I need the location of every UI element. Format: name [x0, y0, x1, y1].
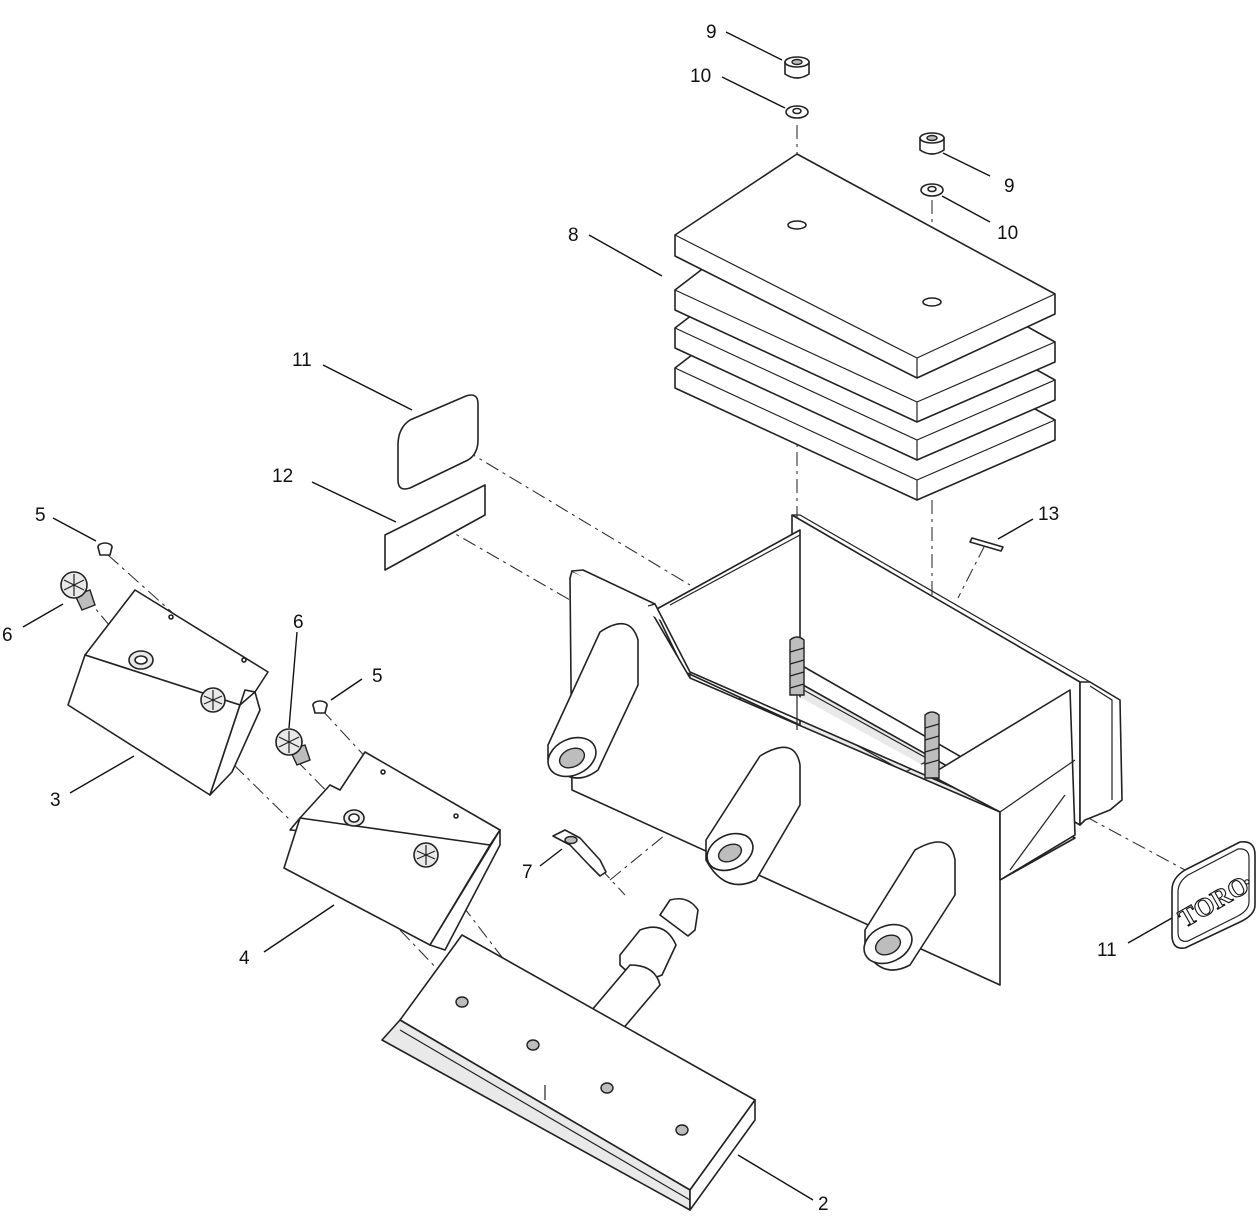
callout-6-left: 6 — [2, 625, 13, 646]
hitch-tube-left — [547, 622, 639, 779]
callout-11-blank: 11 — [292, 350, 312, 371]
callout-3: 3 — [50, 790, 61, 811]
callout-9-right: 9 — [1004, 176, 1015, 197]
callout-2: 2 — [818, 1194, 829, 1215]
callout-10-top: 10 — [690, 66, 711, 87]
threaded-stud-left — [789, 636, 805, 730]
decal-13 — [969, 537, 1004, 552]
washer-right — [920, 183, 944, 197]
threaded-stud-right — [924, 711, 940, 779]
callout-leaders — [22, 31, 1173, 1201]
decal-12 — [384, 484, 486, 571]
callout-10-right: 10 — [997, 223, 1018, 244]
callout-4: 4 — [239, 948, 250, 969]
callout-labels: 9 10 9 10 8 11 12 13 5 6 6 5 3 7 4 11 2 — [2, 22, 1117, 1215]
callout-8: 8 — [568, 225, 579, 246]
scraper-shoe-4 — [283, 751, 501, 951]
weight-plate-stack — [674, 153, 1056, 501]
flange-bolt-left — [60, 571, 96, 611]
callout-7: 7 — [522, 862, 533, 883]
scraper-shoe-3 — [67, 589, 269, 796]
hitch-tube-right — [863, 841, 956, 971]
flange-bolt-right — [275, 728, 311, 766]
scraper-blade — [381, 934, 756, 1211]
set-screw-left — [97, 542, 113, 556]
decal-11-blank — [397, 394, 479, 490]
toro-logo-decal: TORO . — [1171, 840, 1256, 950]
cap-screw-left — [784, 56, 810, 79]
callout-13: 13 — [1038, 504, 1059, 525]
washer-left — [785, 105, 809, 119]
callout-5-center: 5 — [372, 666, 383, 687]
hairpin-clip — [552, 829, 607, 877]
callout-12: 12 — [272, 466, 293, 487]
cap-screw-right — [919, 132, 945, 155]
weight-plate-1 — [674, 153, 1056, 379]
callout-6-center: 6 — [293, 612, 304, 633]
callout-5-left: 5 — [35, 505, 46, 526]
callout-9-top: 9 — [706, 22, 717, 43]
callout-11-toro: 11 — [1097, 940, 1117, 961]
weight-box-frame — [569, 514, 1123, 986]
set-screw-right — [312, 700, 328, 714]
